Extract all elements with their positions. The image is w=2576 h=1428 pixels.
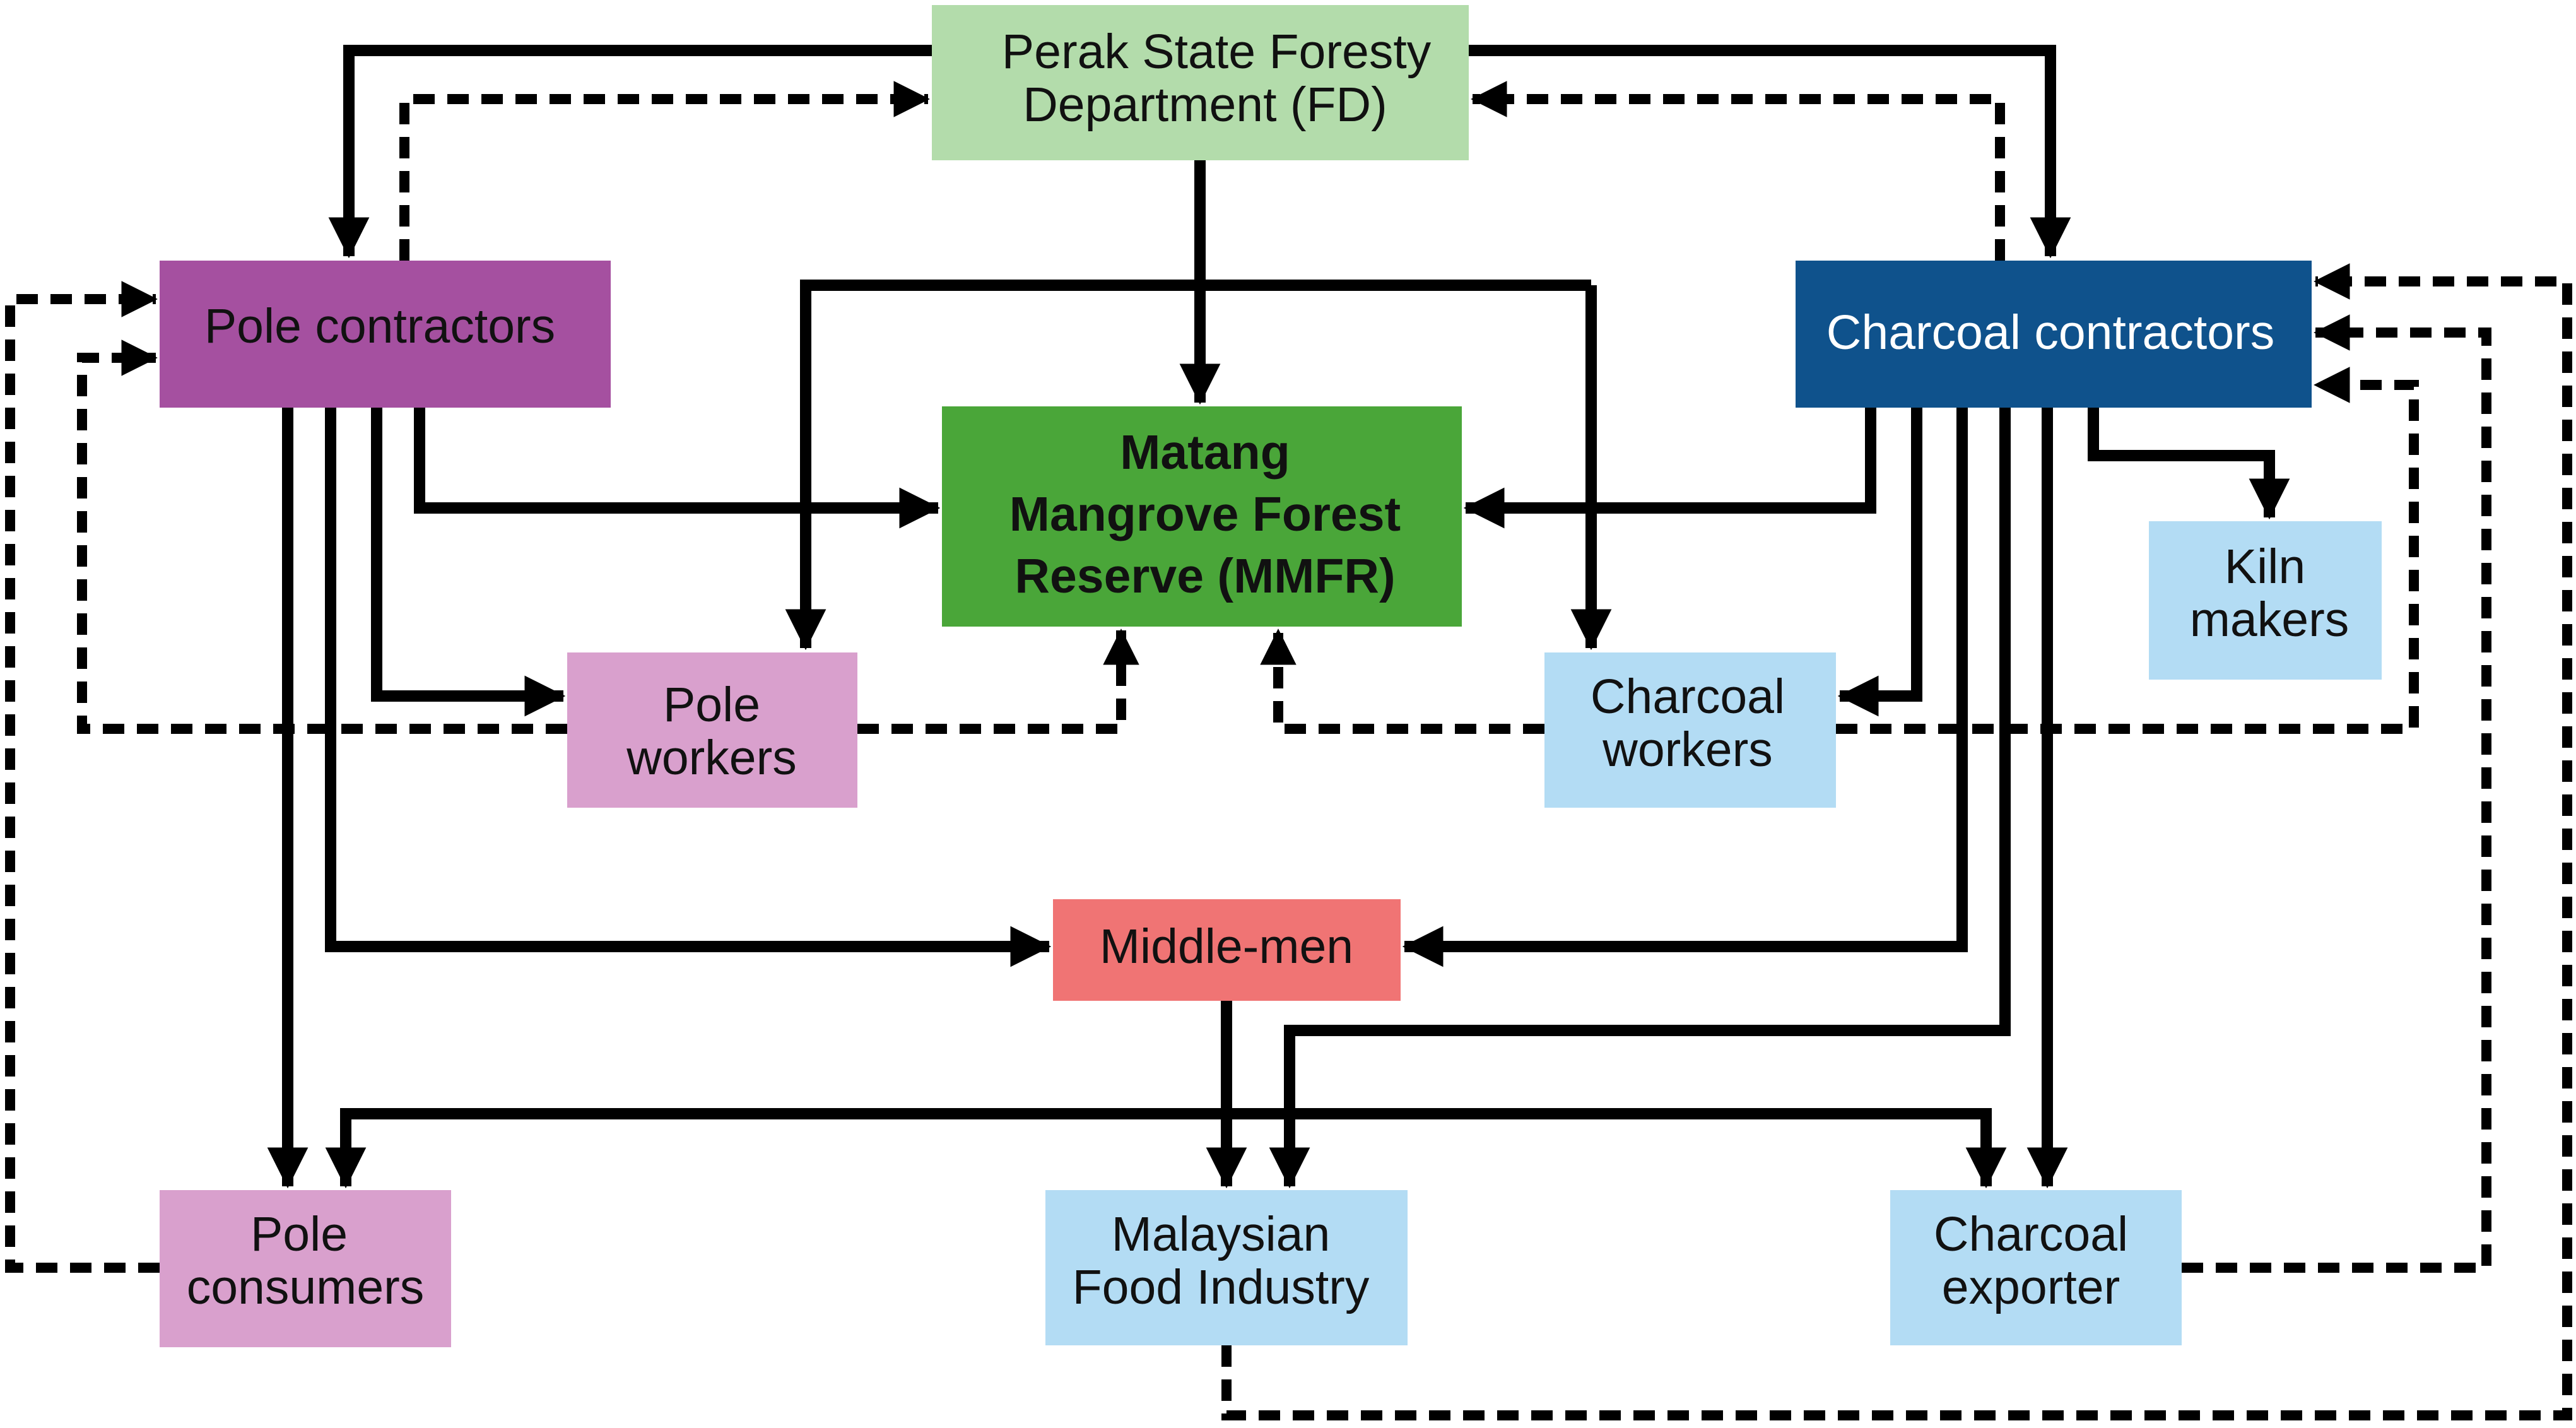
node-forestry-department: Perak State Foresty Department (FD) [932, 5, 1469, 160]
dashed-arrow-icon [399, 81, 930, 261]
food-industry-box [1045, 1190, 1408, 1345]
charcoal-workers-label-line1: Charcoal [1591, 670, 1785, 724]
pole-consumers-box [160, 1190, 451, 1347]
dashed-arrow-icon [77, 339, 567, 734]
middlemen-label: Middle-men [1100, 919, 1353, 974]
charcoal-workers-label-line2: workers [1602, 723, 1773, 777]
solid-arrow-icon [371, 408, 566, 717]
middlemen-box [1053, 899, 1401, 1001]
solid-arrow-icon [328, 45, 932, 259]
food-industry-label-line1: Malaysian [1112, 1207, 1331, 1261]
node-pole-workers: Pole workers [567, 652, 857, 808]
solid-arrow-icon [785, 280, 1591, 651]
node-charcoal-workers: Charcoal workers [1544, 652, 1836, 808]
pole-consumers-label-line1: Pole [250, 1207, 348, 1261]
solid-arrow-icon [2088, 408, 2290, 520]
solid-arrow-icon [325, 1108, 1226, 1189]
pole-workers-label-line1: Pole [663, 678, 760, 732]
node-mmfr: Matang Mangrove Forest Reserve (MMFR) [942, 406, 1462, 627]
charcoal-exporter-label-line1: Charcoal [1934, 1207, 2128, 1261]
kiln-makers-label-line2: makers [2190, 593, 2349, 647]
charcoal-workers-box [1544, 652, 1836, 808]
charcoal-contractors-label: Charcoal contractors [1826, 305, 2274, 360]
solid-arrow-icon [1463, 408, 1876, 529]
node-food-industry: Malaysian Food Industry [1045, 1190, 1408, 1345]
charcoal-exporter-label-line2: exporter [1942, 1260, 2120, 1314]
solid-arrow-icon [1402, 408, 1968, 967]
node-charcoal-contractors: Charcoal contractors [1796, 261, 2312, 408]
solid-arrow-icon [1226, 1108, 2007, 1189]
solid-arrow-icon [325, 408, 1052, 967]
dashed-arrows [5, 81, 2572, 1420]
kiln-makers-box [2149, 521, 2382, 680]
dashed-arrow-icon [5, 281, 160, 1273]
kiln-makers-label-line1: Kiln [2225, 540, 2305, 594]
dashed-arrow-icon [857, 628, 1139, 734]
forestry-department-label-line2: Department (FD) [1023, 78, 1387, 132]
pole-consumers-label-line2: consumers [187, 1260, 425, 1314]
charcoal-exporter-box [1890, 1190, 2182, 1345]
mmfr-box [942, 406, 1462, 627]
charcoal-contractors-box [1796, 261, 2312, 408]
forestry-department-label-line1: Perak State Foresty [1002, 25, 1432, 79]
solid-arrow-icon [414, 408, 941, 529]
solid-arrow-icon [1469, 45, 2071, 259]
mmfr-label-line2: Mangrove Forest [1009, 487, 1401, 541]
dashed-arrow-icon [1836, 367, 2419, 734]
dashed-arrow-icon [1471, 81, 2005, 261]
mmfr-label-line1: Matang [1120, 425, 1290, 480]
dashed-arrow-icon [2182, 314, 2491, 1273]
node-charcoal-exporter: Charcoal exporter [1890, 1190, 2182, 1345]
solid-arrow-icon [1837, 408, 1922, 717]
mmfr-label-line3: Reserve (MMFR) [1015, 549, 1395, 603]
pole-workers-box [567, 652, 857, 808]
node-pole-contractors: Pole contractors [160, 261, 611, 408]
pole-contractors-box [160, 261, 611, 408]
forestry-department-box [932, 5, 1469, 160]
dashed-arrow-icon [1260, 628, 1544, 734]
node-middlemen: Middle-men [1053, 899, 1401, 1001]
node-pole-consumers: Pole consumers [160, 1190, 451, 1347]
node-kiln-makers: Kiln makers [2149, 521, 2382, 680]
pole-contractors-label: Pole contractors [204, 299, 555, 353]
food-industry-label-line2: Food Industry [1073, 1260, 1370, 1314]
solid-arrows [267, 45, 2290, 1189]
pole-workers-label-line2: workers [626, 731, 797, 785]
dashed-arrow-icon [1221, 263, 2572, 1420]
